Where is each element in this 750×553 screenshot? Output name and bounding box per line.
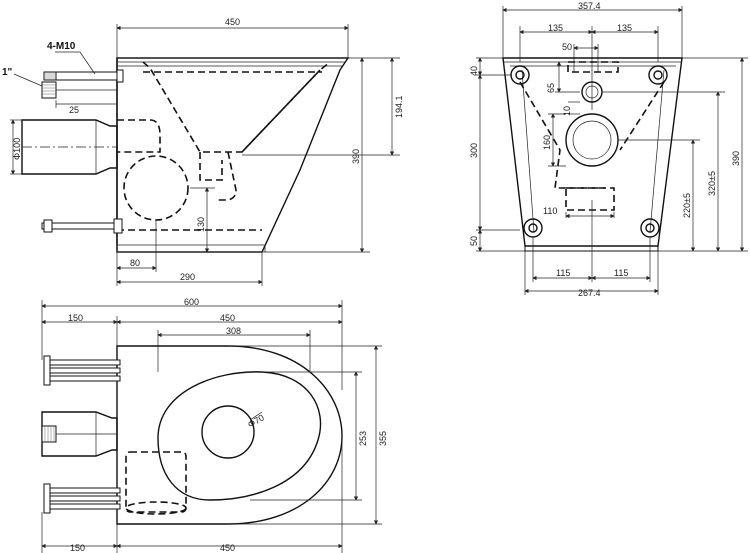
dim-side-width-top: 450 xyxy=(225,17,240,27)
dim-rear-slot-50: 50 xyxy=(562,42,572,52)
plan-outlet-hidden xyxy=(125,451,187,513)
side-outlet-pipe xyxy=(21,119,118,175)
side-outlet-circle-hidden xyxy=(123,155,189,221)
dim-rear-390: 390 xyxy=(731,151,741,166)
rear-outlet-hole xyxy=(565,113,619,167)
dim-rear-10: 10 xyxy=(562,106,572,116)
dim-rear-bot-115-left: 115 xyxy=(556,268,570,278)
side-view: 450 xyxy=(2,17,404,286)
dim-rear-300: 300 xyxy=(469,143,479,158)
side-bowl-hidden xyxy=(142,61,331,153)
dim-side-outlet-dia: Φ100 xyxy=(12,138,22,160)
dim-plan-253: 253 xyxy=(358,431,368,446)
dim-side-390: 390 xyxy=(351,149,361,164)
callout-bolts: 4-M10 xyxy=(47,41,76,52)
dim-plan-150-top: 150 xyxy=(68,313,83,323)
dim-plan-150-bottom: 150 xyxy=(70,543,85,553)
dim-rear-bottom-50: 50 xyxy=(469,236,479,246)
plan-bolts-top xyxy=(43,355,121,386)
dim-rear-320: 320±5 xyxy=(707,171,717,196)
plan-bolts-bottom xyxy=(43,483,121,514)
dim-plan-355: 355 xyxy=(378,431,388,446)
rear-view: 357.4 135 135 50 xyxy=(469,1,748,298)
dim-side-130: 130 xyxy=(196,217,206,232)
plan-body-outline xyxy=(116,345,343,525)
dim-rear-left-135: 135 xyxy=(548,23,563,33)
dim-side-25: 25 xyxy=(69,105,79,115)
dim-side-194: 194.1 xyxy=(394,95,404,118)
rear-bolts xyxy=(510,65,668,238)
dim-rear-65: 65 xyxy=(546,83,556,93)
plan-drain-hole xyxy=(201,405,255,459)
callout-pipe: 1" xyxy=(2,67,13,78)
dim-rear-220: 220±5 xyxy=(682,193,692,218)
plan-bowl xyxy=(157,371,322,501)
dim-rear-bot-width: 267.4 xyxy=(578,288,601,298)
dim-side-290: 290 xyxy=(180,272,195,282)
dim-rear-top-40: 40 xyxy=(469,66,479,76)
dim-rear-top-width: 357.4 xyxy=(578,1,601,11)
dim-rear-160: 160 xyxy=(542,135,552,150)
side-bolt-bottom xyxy=(41,218,123,234)
dim-rear-110: 110 xyxy=(543,206,557,216)
dim-plan-308: 308 xyxy=(226,326,241,336)
plan-view: 600 150 450 308 Φ70 xyxy=(41,297,388,553)
dim-plan-600: 600 xyxy=(184,297,199,307)
dim-plan-450-bottom: 450 xyxy=(220,543,235,553)
plan-pipe xyxy=(41,411,118,457)
side-bolt-pipe-top xyxy=(41,69,124,99)
dim-plan-450-top: 450 xyxy=(220,313,235,323)
dim-rear-bot-115-right: 115 xyxy=(614,268,628,278)
dim-rear-right-135: 135 xyxy=(617,23,632,33)
dim-side-80: 80 xyxy=(130,258,140,268)
dim-plan-70: Φ70 xyxy=(246,412,266,429)
